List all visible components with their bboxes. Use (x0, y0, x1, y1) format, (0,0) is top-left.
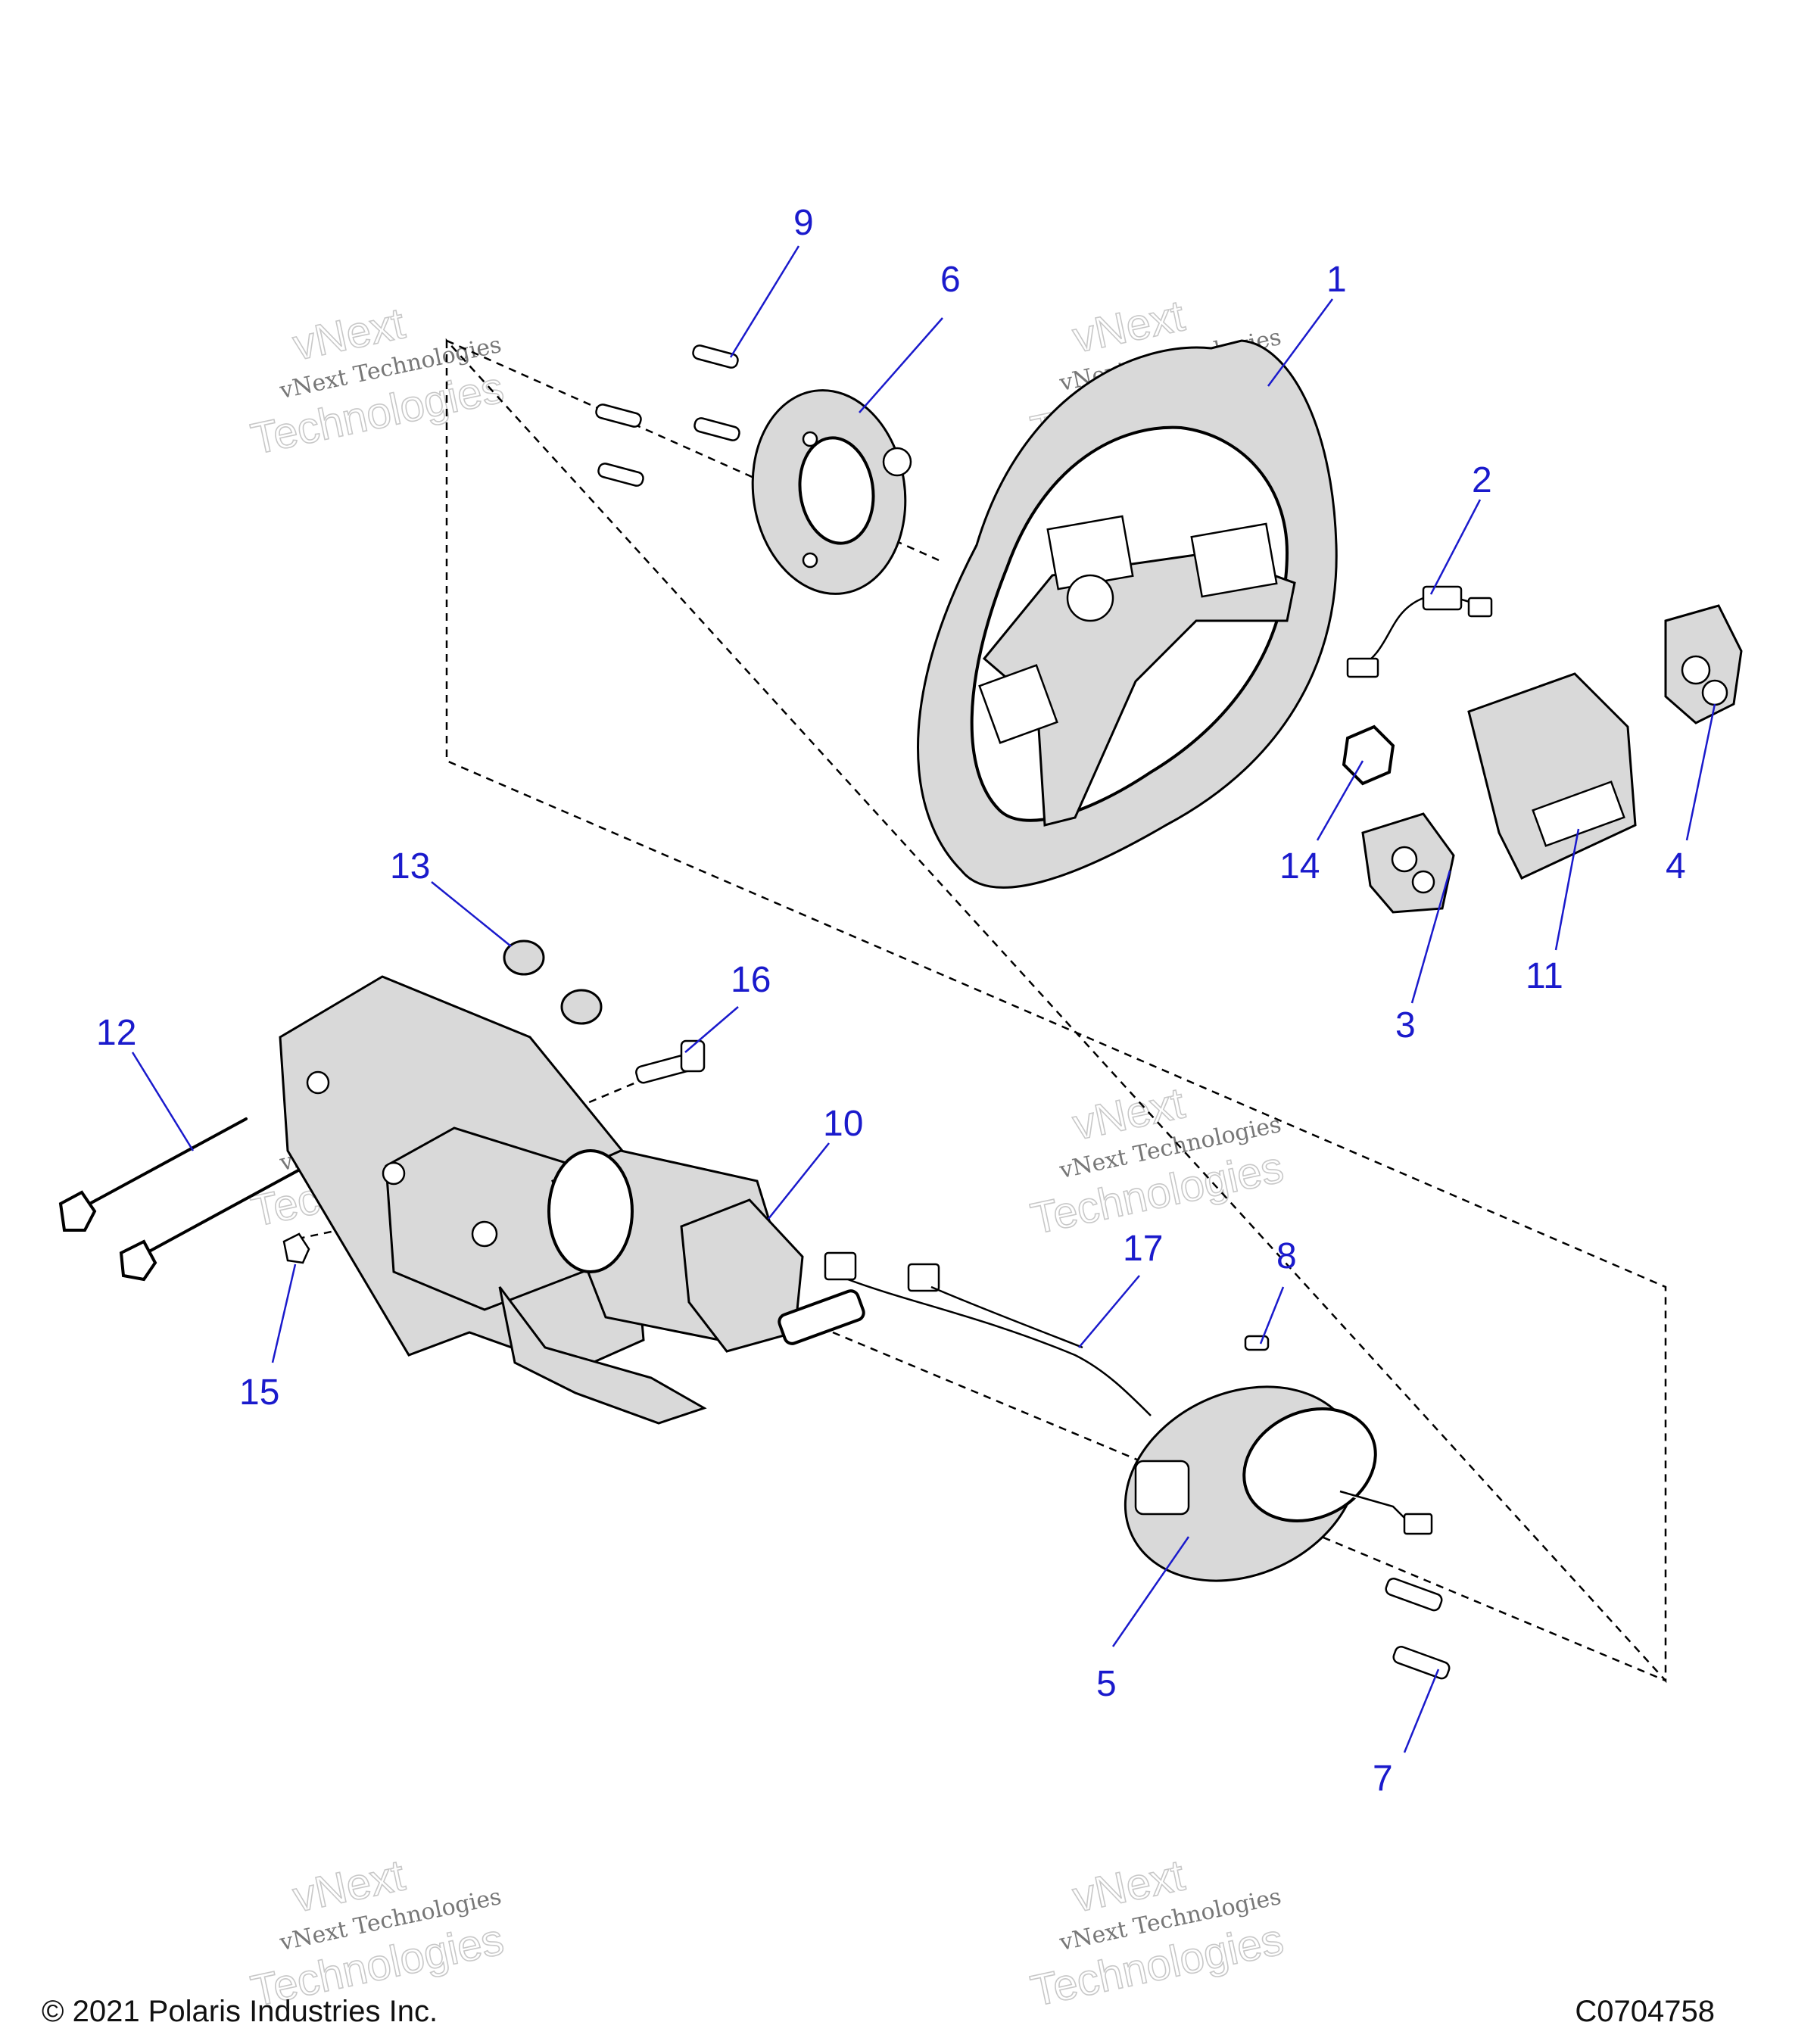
part-bushings-13 (503, 939, 603, 1025)
watermark-bottom-right: vNext vNext Technologies Technologies (1026, 1850, 1288, 2017)
watermark-top-left: vNext vNext Technologies Technologies (246, 298, 508, 465)
part-nut-14 (1342, 724, 1395, 786)
part-long-bolts-12 (58, 1117, 308, 1282)
callout-8: 8 (1276, 1236, 1297, 1276)
copyright-text: © 2021 Polaris Industries Inc. (42, 1995, 438, 2028)
callout-15: 15 (239, 1373, 279, 1413)
part-screw-8 (1244, 1335, 1270, 1351)
callout-14: 14 (1279, 846, 1320, 886)
part-bolts-7 (1385, 1578, 1451, 1680)
part-harness-17 (824, 1251, 1152, 1416)
part-steering-wheel-1 (917, 339, 1338, 889)
callout-1: 1 (1326, 260, 1347, 300)
leader-lines (131, 245, 1716, 1753)
part-bolt-16 (635, 1039, 706, 1084)
callout-10: 10 (823, 1104, 863, 1144)
callout-11: 11 (1526, 956, 1563, 996)
callout-5: 5 (1096, 1664, 1117, 1704)
part-wiring-2 (1346, 585, 1493, 678)
callout-9: 9 (793, 203, 814, 243)
callout-2: 2 (1472, 460, 1492, 500)
part-trim-cover-11 (1467, 672, 1637, 880)
callout-13: 13 (390, 846, 430, 886)
callout-3: 3 (1395, 1005, 1416, 1045)
callout-labels: 1 2 3 4 5 6 7 8 9 10 11 12 13 14 15 16 1… (96, 203, 1686, 1799)
callout-16: 16 (731, 960, 771, 1000)
part-hub-plate-6 (751, 389, 912, 595)
drawing-code: C0704758 (1575, 1995, 1715, 2028)
part-screws-9 (595, 344, 740, 487)
callout-7: 7 (1373, 1759, 1393, 1799)
watermark-bottom-left: vNext vNext Technologies Technologies (246, 1850, 508, 2017)
callout-17: 17 (1123, 1229, 1163, 1269)
part-clock-spring-5 (1124, 1385, 1433, 1582)
part-nut-15 (282, 1232, 310, 1264)
assembly-boundary (445, 338, 1667, 1684)
part-switch-right-4 (1664, 604, 1743, 724)
callout-12: 12 (96, 1013, 136, 1053)
part-steering-column-10 (279, 975, 865, 1425)
part-switch-left-3 (1361, 812, 1455, 914)
watermark-mid-right: vNext vNext Technologies Technologies (1026, 1078, 1288, 1245)
callout-4: 4 (1666, 846, 1686, 886)
callout-6: 6 (940, 260, 961, 300)
